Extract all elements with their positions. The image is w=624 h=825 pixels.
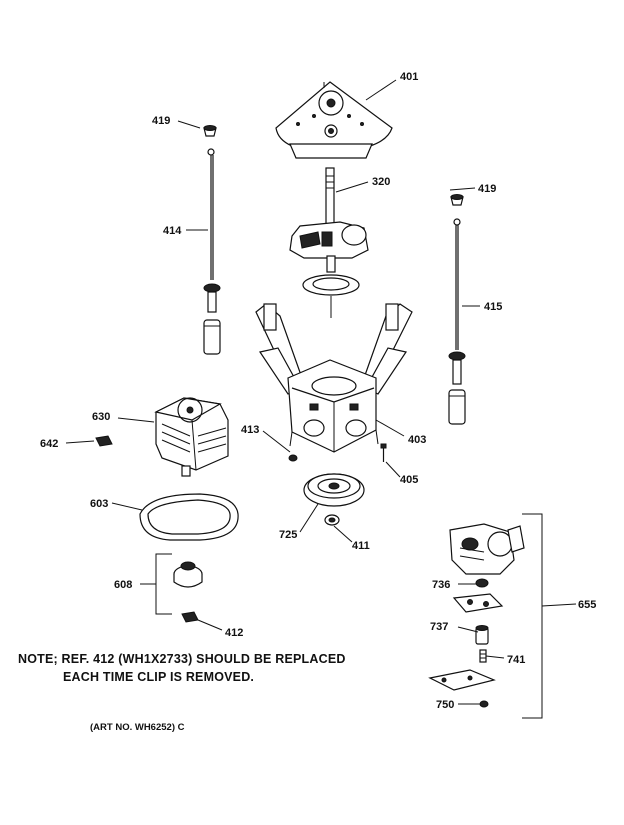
part-608-motor-pulley xyxy=(173,561,203,588)
label-419-right: 419 xyxy=(478,183,496,195)
label-608: 608 xyxy=(114,579,132,591)
part-413-nut xyxy=(288,454,298,462)
bracket-608 xyxy=(140,553,172,615)
label-403: 403 xyxy=(408,434,426,446)
label-737: 737 xyxy=(430,621,448,633)
label-411: 411 xyxy=(352,540,370,552)
note-line-1: NOTE; REF. 412 (WH1X2733) SHOULD BE REPL… xyxy=(18,652,346,666)
label-603: 603 xyxy=(90,498,108,510)
part-405-bolt xyxy=(380,443,387,462)
label-414: 414 xyxy=(163,225,182,237)
label-401: 401 xyxy=(400,71,418,83)
part-411-nut xyxy=(324,514,340,526)
label-405: 405 xyxy=(400,474,418,486)
part-414-suspension-rod-left xyxy=(203,125,221,355)
part-415-suspension-rod-right xyxy=(448,194,466,425)
part-725-pulley xyxy=(303,473,365,507)
label-415: 415 xyxy=(484,301,502,313)
label-412: 412 xyxy=(225,627,243,639)
label-630: 630 xyxy=(92,411,110,423)
part-630-motor xyxy=(154,397,229,477)
label-413: 413 xyxy=(241,424,259,436)
part-655-pump-assembly xyxy=(449,523,525,575)
bracket-655 xyxy=(522,513,577,719)
label-655: 655 xyxy=(578,599,596,611)
label-750: 750 xyxy=(436,699,454,711)
part-603-belt xyxy=(139,493,239,541)
part-403-mounting-base xyxy=(255,303,413,453)
part-736-seal xyxy=(475,578,489,588)
label-642: 642 xyxy=(40,438,58,450)
part-401-cover xyxy=(275,81,393,159)
part-750-plate xyxy=(428,669,496,708)
part-412-clip xyxy=(181,611,199,623)
label-736: 736 xyxy=(432,579,450,591)
label-725: 725 xyxy=(279,529,297,541)
art-number: (ART NO. WH6252) C xyxy=(90,722,185,733)
note-line-2: EACH TIME CLIP IS REMOVED. xyxy=(63,670,255,684)
part-737-bracket xyxy=(452,593,504,645)
leader-lines xyxy=(65,79,505,705)
part-642-clip xyxy=(95,435,113,447)
label-741: 741 xyxy=(507,654,525,666)
label-320: 320 xyxy=(372,176,390,188)
part-320-transmission xyxy=(289,167,369,318)
part-741-spring xyxy=(479,649,487,663)
label-419-left: 419 xyxy=(152,115,170,127)
